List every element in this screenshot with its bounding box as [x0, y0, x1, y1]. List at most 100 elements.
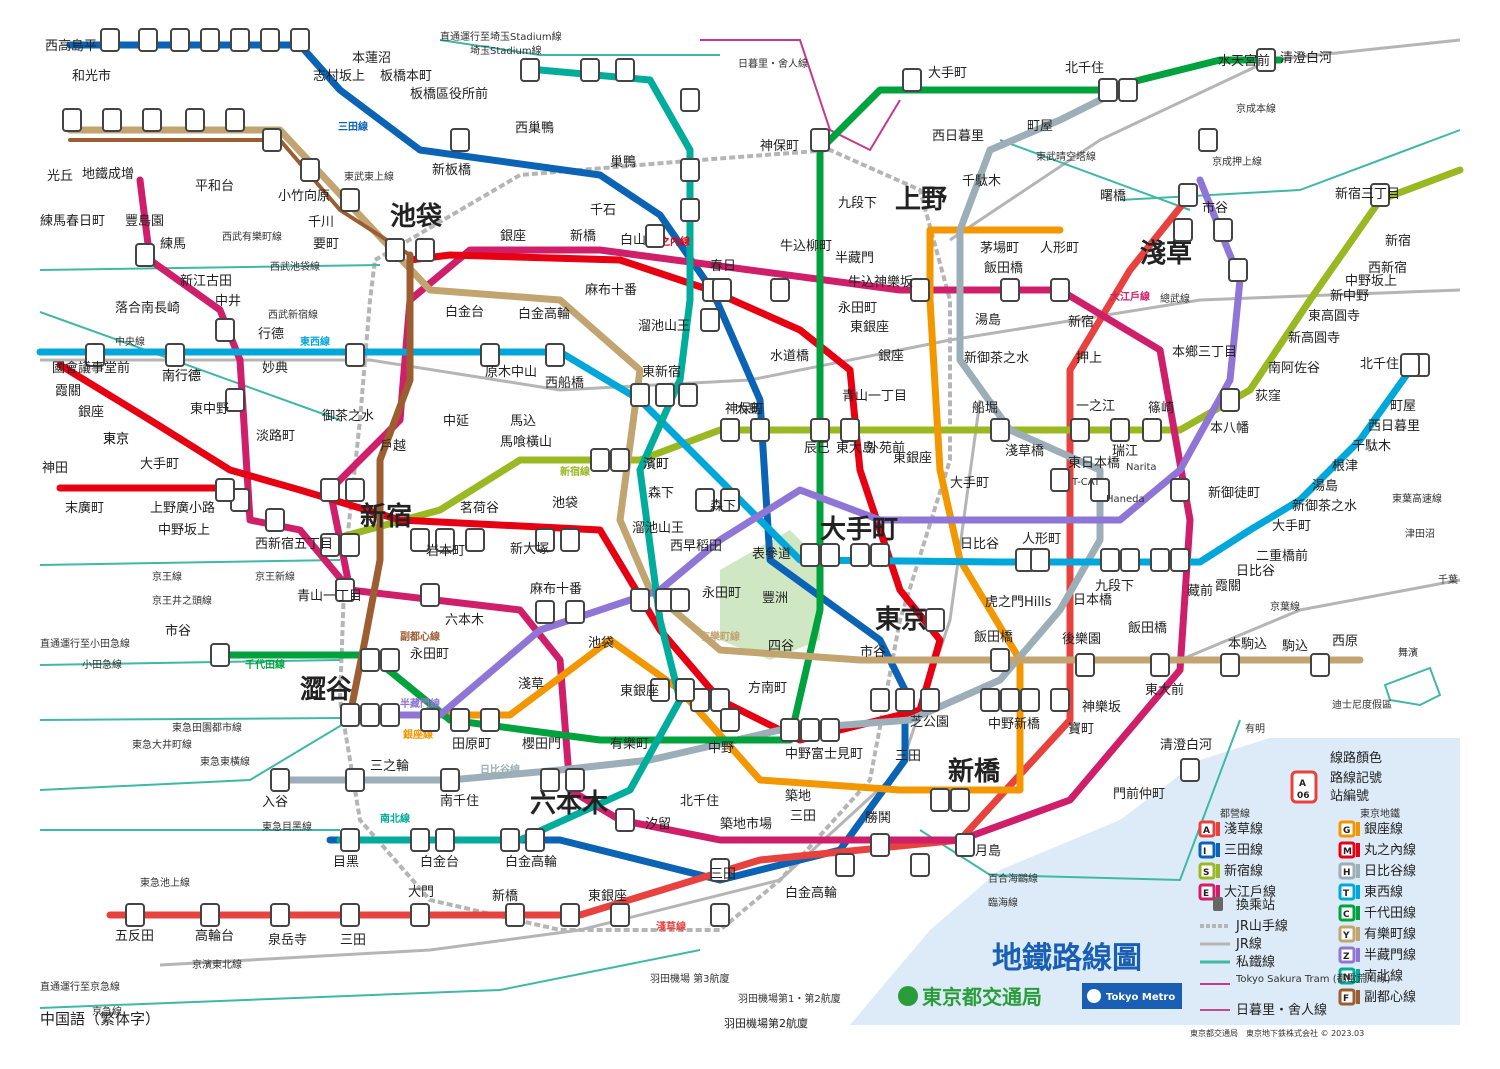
station-marker[interactable]: [710, 688, 730, 712]
station-kasumigaseki[interactable]: 中野富士見町: [785, 746, 863, 762]
station-yushima[interactable]: 永田町: [838, 301, 877, 316]
station-nakano-shimbashi[interactable]: 上野廣小路: [150, 500, 215, 516]
station-marker[interactable]: [580, 58, 600, 82]
station-marker[interactable]: [300, 158, 320, 182]
station-monzen-nakacho[interactable]: 藏前: [1187, 583, 1213, 599]
station-kokuritsu-kyogijo[interactable]: 六本木: [445, 613, 484, 628]
station-marker[interactable]: [615, 808, 635, 832]
station-senkawa[interactable]: 千川: [308, 215, 334, 230]
station-marker[interactable]: [345, 343, 365, 367]
station-higashi-koenji-2[interactable]: 東京: [103, 431, 129, 447]
station-nakano-2[interactable]: 南行德: [162, 368, 201, 384]
station-ikebukuro[interactable]: 池袋: [390, 202, 443, 232]
station-marker[interactable]: [380, 648, 400, 672]
station-ningyocho[interactable]: 東日本橋: [1068, 455, 1120, 471]
station-marker[interactable]: [320, 533, 340, 557]
station-yoyogi[interactable]: 青山一丁目: [297, 589, 362, 604]
station-marker[interactable]: [215, 478, 235, 502]
station-ogawamachi[interactable]: 東大島: [836, 440, 875, 456]
station-nishi-takashimadaira[interactable]: 西高島平: [45, 38, 97, 54]
station-marker[interactable]: [870, 543, 890, 567]
station-shin-okachimachi[interactable]: 飯田橋: [984, 261, 1023, 276]
station-mita[interactable]: 三田: [710, 867, 736, 882]
station-urayasu[interactable]: 湯島: [1312, 479, 1338, 494]
station-marker[interactable]: [340, 533, 360, 557]
station-hikarigaoka[interactable]: 光丘: [47, 169, 73, 184]
station-marker[interactable]: [695, 488, 715, 512]
station-edogawabashi[interactable]: 麻布十番: [585, 283, 637, 298]
station-roppongi[interactable]: 六本木: [530, 789, 608, 819]
station-marker[interactable]: [320, 478, 340, 502]
station-ebisu[interactable]: 三之輪: [370, 758, 409, 774]
station-marker[interactable]: [420, 708, 440, 732]
station-yoyogi-uehara[interactable]: 市谷: [165, 623, 191, 639]
station-marker[interactable]: [420, 583, 440, 607]
station-kikukawa[interactable]: 本八幡: [1210, 421, 1249, 436]
station-shibakoen[interactable]: 白金高輪: [785, 885, 837, 901]
station-marker[interactable]: [410, 903, 430, 927]
station-marker[interactable]: [450, 128, 470, 152]
station-sakuradamon[interactable]: 四谷: [768, 639, 794, 654]
station-marker[interactable]: [225, 388, 245, 412]
station-marker[interactable]: [165, 343, 185, 367]
station-marker[interactable]: [950, 788, 970, 812]
station-kita-ayase[interactable]: 清澄白河: [1280, 50, 1332, 66]
station-ueno-hirokoji[interactable]: 東銀座: [850, 319, 889, 335]
station-toranomon[interactable]: 築地: [785, 789, 811, 804]
station-marker[interactable]: [290, 28, 310, 52]
station-marker[interactable]: [415, 238, 435, 262]
station-meiji-jingumae[interactable]: 永田町: [410, 647, 449, 662]
station-marker[interactable]: [360, 648, 380, 672]
station-marker[interactable]: [215, 318, 235, 342]
station-akasaka[interactable]: 有樂町: [610, 736, 649, 752]
station-naka-okachimachi[interactable]: 湯島: [975, 313, 1001, 328]
station-sugamo[interactable]: 巢鴨: [610, 155, 636, 170]
station-marker[interactable]: [560, 528, 580, 552]
station-higashi-ginza[interactable]: 寶町: [1068, 721, 1094, 737]
station-shin-koenji[interactable]: 銀座: [78, 405, 104, 420]
station-kokkai-gijidomae[interactable]: 方南町: [748, 680, 787, 696]
station-gaiemmae[interactable]: 淺草: [518, 677, 544, 692]
station-meguro[interactable]: 目黑: [333, 855, 359, 870]
station-naka-meguro[interactable]: 入谷: [262, 795, 288, 810]
station-marker[interactable]: [650, 678, 670, 702]
station-kachidoki[interactable]: 清澄白河: [1160, 737, 1212, 753]
station-nihombashi[interactable]: 人形町: [1022, 532, 1061, 547]
station-kojimachi[interactable]: 溜池山王: [632, 521, 684, 536]
station-marker[interactable]: [560, 903, 580, 927]
station-myoden[interactable]: 西日暮里: [1368, 419, 1420, 434]
station-motoyawata[interactable]: 新宿三丁目: [1335, 186, 1400, 202]
station-gotanda[interactable]: 大門: [408, 885, 434, 900]
station-marker[interactable]: [102, 108, 122, 132]
station-nishi-funabashi[interactable]: 北千住: [1360, 357, 1399, 372]
station-higashi-ojima[interactable]: 東高圓寺: [1308, 308, 1360, 324]
station-asakusabashi[interactable]: 押上: [1076, 351, 1102, 366]
station-ichigaya[interactable]: 濱町: [643, 457, 669, 472]
station-kanamecho[interactable]: 要町: [313, 237, 339, 252]
station-marker[interactable]: [185, 108, 205, 132]
station-myogadani[interactable]: 新橋: [570, 228, 596, 244]
station-toyocho[interactable]: 日比谷: [1236, 564, 1275, 579]
station-marker[interactable]: [1110, 418, 1130, 442]
station-marker[interactable]: [540, 768, 560, 792]
station-toyosu[interactable]: 本駒込: [1228, 637, 1267, 652]
station-marker[interactable]: [62, 108, 82, 132]
station-marker[interactable]: [1228, 258, 1248, 282]
station-togoshi[interactable]: 三田: [340, 933, 366, 948]
station-marker[interactable]: [980, 688, 1000, 712]
station-marker[interactable]: [670, 588, 690, 612]
station-kagurazaka[interactable]: 西船橋: [545, 376, 584, 391]
station-marker[interactable]: [1178, 183, 1198, 207]
station-nakano-sakaue[interactable]: 淡路町: [256, 428, 295, 444]
station-marker[interactable]: [345, 478, 365, 502]
station-marker[interactable]: [710, 903, 730, 927]
station-marker[interactable]: [1213, 218, 1233, 242]
station-nijubashimae[interactable]: 豐洲: [762, 591, 788, 606]
station-shintomicho[interactable]: 後樂園: [1062, 631, 1101, 647]
station-ochanomizu[interactable]: 青山一丁目: [842, 389, 907, 404]
station-morishita[interactable]: 篠崎: [1148, 401, 1174, 416]
station-sengoku[interactable]: 千石: [590, 203, 616, 218]
station-tokyo[interactable]: 東京: [875, 604, 927, 635]
station-marker[interactable]: [335, 578, 355, 602]
station-marker[interactable]: [780, 718, 800, 742]
